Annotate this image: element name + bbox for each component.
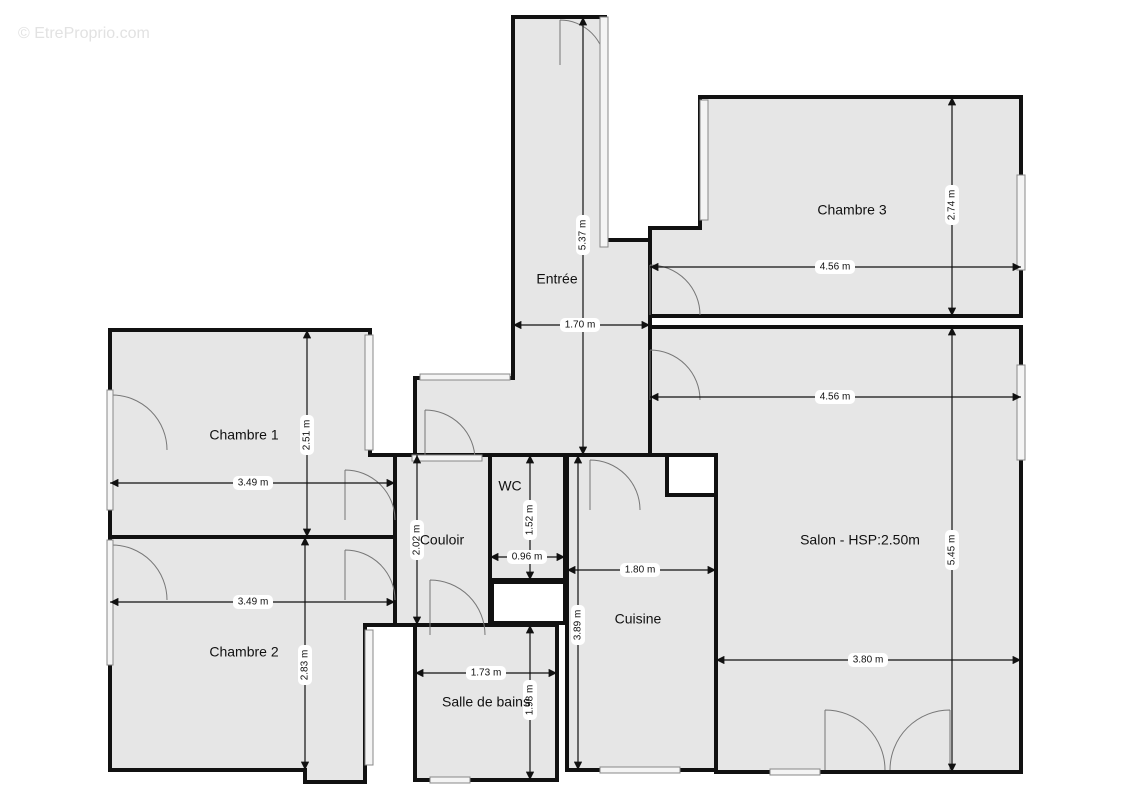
door-swing bbox=[344, 549, 396, 601]
dimension-line: 2.02 m bbox=[410, 455, 424, 625]
dimension-label: 1.80 m bbox=[625, 565, 656, 576]
room-label-chambre-2: Chambre 2 bbox=[209, 644, 278, 660]
dimension-label: 3.89 m bbox=[573, 610, 584, 641]
room-chambre-3 bbox=[648, 95, 1023, 318]
watermark: © EtreProprio.com bbox=[18, 25, 150, 42]
window bbox=[699, 99, 709, 221]
dimension-label: 1.98 m bbox=[525, 685, 536, 716]
dimension-line: 1.80 m bbox=[567, 563, 716, 577]
room-label-entree: Entrée bbox=[536, 271, 577, 287]
dimension-line: 3.49 m bbox=[110, 476, 395, 490]
room-label-salon: Salon - HSP:2.50m bbox=[800, 532, 920, 548]
dimension-line: 3.80 m bbox=[716, 653, 1021, 667]
door-swing bbox=[649, 349, 701, 401]
dimension-label: 0.96 m bbox=[512, 552, 543, 563]
dimension-label: 2.83 m bbox=[300, 650, 311, 681]
dimension-label: 3.80 m bbox=[853, 655, 884, 666]
window bbox=[599, 16, 609, 248]
shaft-box bbox=[490, 580, 567, 625]
dimension-label: 1.52 m bbox=[525, 505, 536, 536]
dimension-line: 2.74 m bbox=[945, 97, 959, 316]
dimension-label: 5.45 m bbox=[947, 535, 958, 566]
door-swing bbox=[429, 579, 486, 636]
window bbox=[419, 373, 511, 381]
window bbox=[599, 766, 681, 774]
dimension-line: 1.98 m bbox=[523, 625, 537, 780]
window bbox=[364, 334, 374, 451]
room-label-cuisine: Cuisine bbox=[615, 611, 662, 627]
window bbox=[429, 776, 471, 784]
room-entree bbox=[413, 15, 652, 457]
dimension-label: 1.73 m bbox=[471, 668, 502, 679]
window bbox=[411, 454, 483, 462]
window bbox=[1016, 364, 1026, 461]
dimension-line: 2.83 m bbox=[298, 537, 312, 770]
room-label-couloir: Couloir bbox=[420, 532, 465, 548]
dimension-label: 4.56 m bbox=[820, 262, 851, 273]
dimension-line: 3.89 m bbox=[571, 455, 585, 770]
dimension-label: 4.56 m bbox=[820, 392, 851, 403]
room-label-chambre-3: Chambre 3 bbox=[817, 202, 886, 218]
dimension-line: 5.45 m bbox=[945, 327, 959, 772]
french-door bbox=[824, 709, 951, 771]
room-label-wc: WC bbox=[498, 478, 521, 494]
dimension-line: 4.56 m bbox=[650, 260, 1021, 274]
dimension-line: 5.37 m bbox=[576, 17, 590, 455]
window bbox=[769, 768, 821, 776]
dimension-label: 2.74 m bbox=[947, 190, 958, 221]
window bbox=[364, 629, 374, 766]
dimension-line: 4.56 m bbox=[650, 390, 1021, 404]
dimension-label: 3.49 m bbox=[238, 597, 269, 608]
window bbox=[106, 389, 114, 511]
door-swing bbox=[424, 409, 476, 461]
duct-box bbox=[665, 453, 718, 497]
dimension-label: 2.51 m bbox=[302, 420, 313, 451]
dimension-line: 3.49 m bbox=[110, 595, 395, 609]
door-swing bbox=[589, 459, 641, 511]
room-label-salle-de-bains: Salle de bains bbox=[442, 694, 530, 710]
dimension-line: 2.51 m bbox=[300, 330, 314, 537]
window bbox=[1016, 174, 1026, 271]
dimension-line: 1.70 m bbox=[513, 318, 650, 332]
dimension-line: 0.96 m bbox=[490, 550, 565, 564]
room-label-chambre-1: Chambre 1 bbox=[209, 427, 278, 443]
dimension-label: 1.70 m bbox=[565, 320, 596, 331]
dimension-label: 5.37 m bbox=[578, 220, 589, 251]
dimension-label: 3.49 m bbox=[238, 478, 269, 489]
dimension-label: 2.02 m bbox=[412, 525, 423, 556]
